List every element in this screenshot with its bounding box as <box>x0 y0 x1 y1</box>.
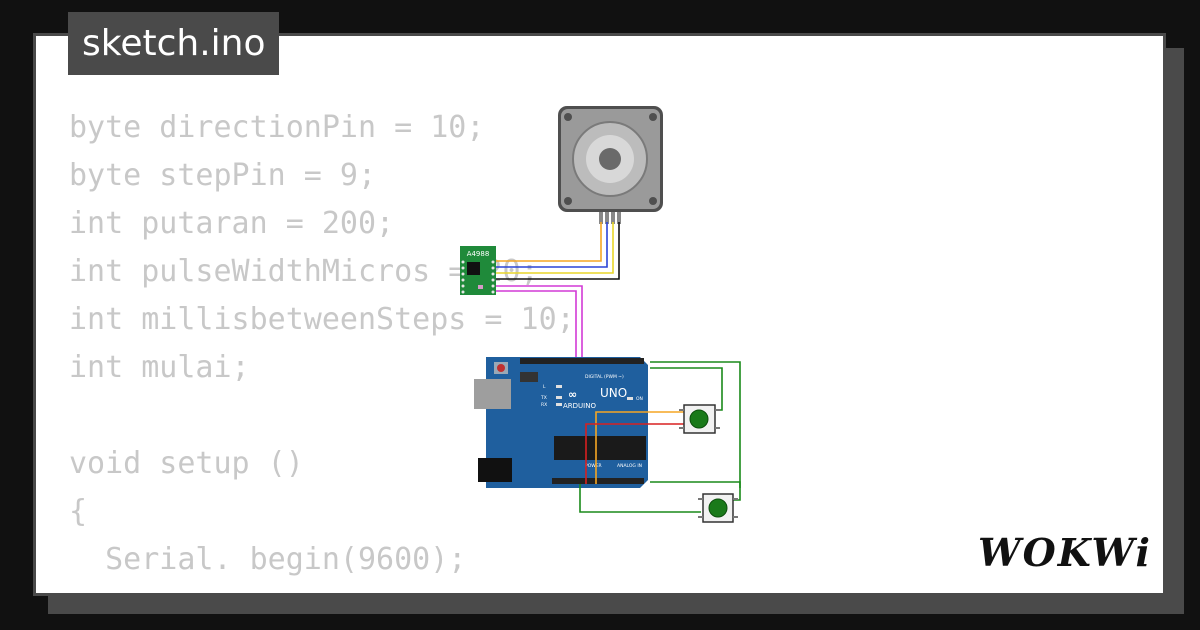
code-line: Serial. begin(9600); <box>69 542 467 577</box>
driver-label: A4988 <box>467 250 490 258</box>
file-tab[interactable]: sketch.ino <box>68 12 280 75</box>
code-line: byte directionPin = 10; <box>69 110 485 145</box>
a4988-driver[interactable]: A4988 <box>460 246 496 295</box>
arduino-power-label: POWER <box>585 463 602 469</box>
code-line: int millisbetweenSteps = 10; <box>69 302 575 337</box>
code-line: int mulai; <box>69 350 250 385</box>
arduino-on-label: ON <box>636 396 643 402</box>
motor-wires <box>496 222 620 280</box>
code-line: { <box>69 494 88 529</box>
code-editor: byte directionPin = 10; byte stepPin = 9;… <box>69 104 791 593</box>
push-button-2[interactable] <box>698 493 738 523</box>
arduino-uno[interactable]: ∞ UNO ARDUINO DIGITAL (PWM ~) POWER ANAL… <box>474 357 648 488</box>
push-button-1[interactable] <box>679 404 720 434</box>
arduino-tx-label: TX <box>540 395 547 401</box>
arduino-brand-label: ARDUINO <box>563 402 596 410</box>
code-line: Serial. println("Motor Stepper ON"); <box>69 584 791 593</box>
arduino-logo-icon: ∞ <box>568 388 577 401</box>
wokwi-logo-icon: WOKWi <box>978 530 1152 575</box>
code-line: void setup () <box>69 446 304 481</box>
arduino-analog-label: ANALOG IN <box>617 463 642 469</box>
driver-signal-wires <box>496 285 583 362</box>
arduino-model-label: UNO <box>600 386 627 400</box>
code-line: int putaran = 200; <box>69 206 395 241</box>
arduino-rx-label: RX <box>541 402 547 408</box>
stepper-motor[interactable] <box>558 106 663 224</box>
logo-text: WOKWi <box>978 530 1152 575</box>
arduino-digital-label: DIGITAL (PWM ~) <box>585 374 624 380</box>
code-line: byte stepPin = 9; <box>69 158 377 193</box>
arduino-l-label: L <box>543 384 546 390</box>
